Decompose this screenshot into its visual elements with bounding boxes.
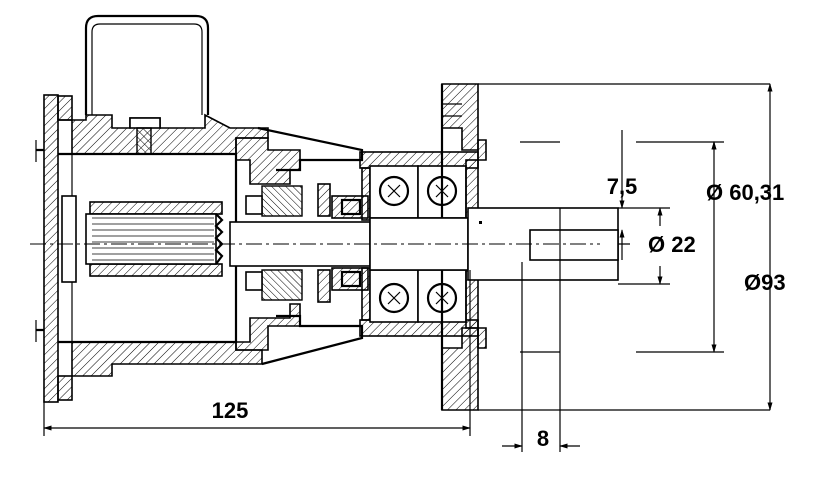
dim-shaft-flat-7-5: 7,5: [607, 174, 638, 199]
dim-shaft-diameter-22: Ø 22: [648, 232, 696, 257]
drive-shaft: [30, 207, 619, 281]
dim-offset-8: 8: [537, 426, 549, 451]
dim-bolt-circle-60-31: Ø 60,31: [706, 180, 784, 205]
bearing-housing: [235, 126, 369, 366]
end-cover: [35, 94, 73, 403]
dim-flange-diameter-93: Ø93: [744, 270, 786, 295]
dimension-lines: [43, 83, 773, 452]
impeller: [61, 195, 224, 283]
dim-length-125: 125: [212, 398, 249, 423]
inlet-port: [84, 14, 210, 115]
